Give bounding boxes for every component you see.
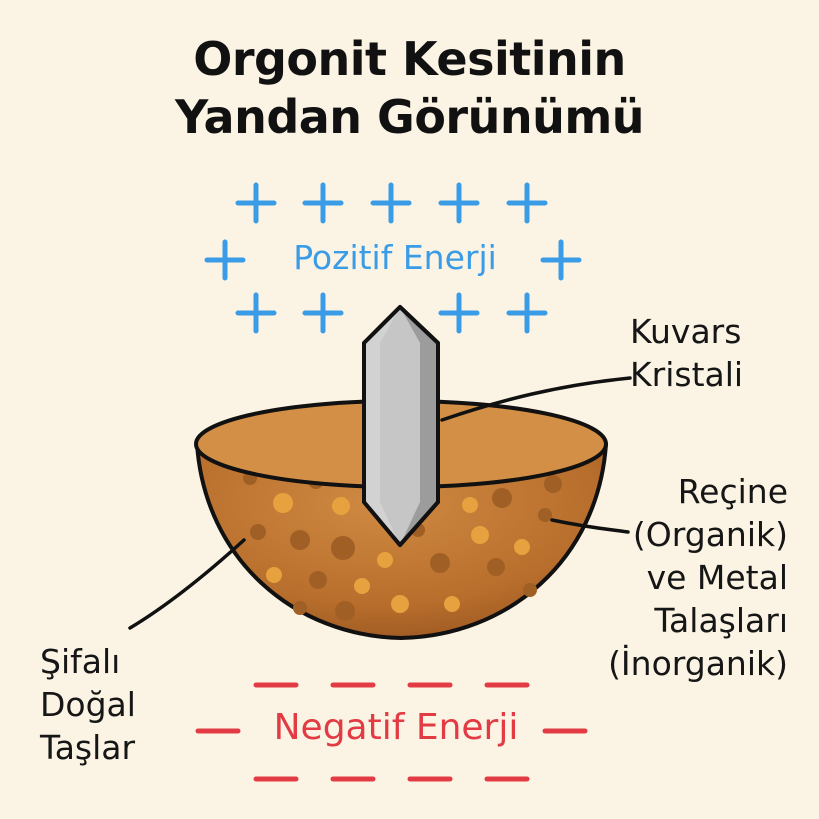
resin-label-line-1: Reçine (677, 472, 788, 511)
resin-label-line-4: Talaşları (654, 601, 788, 640)
leader-resin (550, 518, 630, 534)
plus-icon (302, 292, 344, 334)
crystal-label: Kuvars Kristali (630, 310, 743, 396)
plus-icon (302, 182, 344, 224)
plus-icon (204, 239, 246, 281)
title-line-1: Orgonit Kesitinin (193, 32, 626, 86)
positive-energy-label: Pozitif Enerji (293, 238, 497, 277)
negative-dashes (195, 682, 588, 782)
plus-icon (370, 182, 412, 224)
positive-plus-signs (204, 182, 582, 334)
negative-energy-label: Negatif Enerji (273, 707, 519, 748)
stones-label-line-2: Doğal (40, 685, 136, 724)
plus-icon (235, 182, 277, 224)
stones-label-line-3: Taşlar (40, 728, 136, 767)
resin-label-line-3: ve Metal (646, 558, 788, 597)
plus-icon (506, 292, 548, 334)
resin-label-line-5: (İnorganik) (608, 644, 788, 683)
plus-icon (438, 182, 480, 224)
stones-label-line-1: Şifalı (40, 642, 121, 681)
resin-label: Reçine (Organik) ve Metal Talaşları (İno… (588, 470, 788, 685)
plus-icon (438, 292, 480, 334)
quartz-crystal (362, 305, 440, 547)
plus-icon (506, 182, 548, 224)
crystal-label-line-2: Kristali (630, 355, 744, 394)
plus-icon (540, 239, 582, 281)
title-line-2: Yandan Görünümü (174, 90, 645, 144)
leader-lines (128, 376, 632, 630)
plus-icon (235, 292, 277, 334)
crystal-label-line-1: Kuvars (630, 312, 742, 351)
diagram-title: Orgonit Kesitinin Yandan Görünümü (0, 30, 819, 146)
stones-label: Şifalı Doğal Taşlar (40, 640, 170, 769)
leader-crystal (440, 376, 632, 422)
resin-label-line-2: (Organik) (632, 515, 788, 554)
leader-stones (128, 538, 246, 630)
